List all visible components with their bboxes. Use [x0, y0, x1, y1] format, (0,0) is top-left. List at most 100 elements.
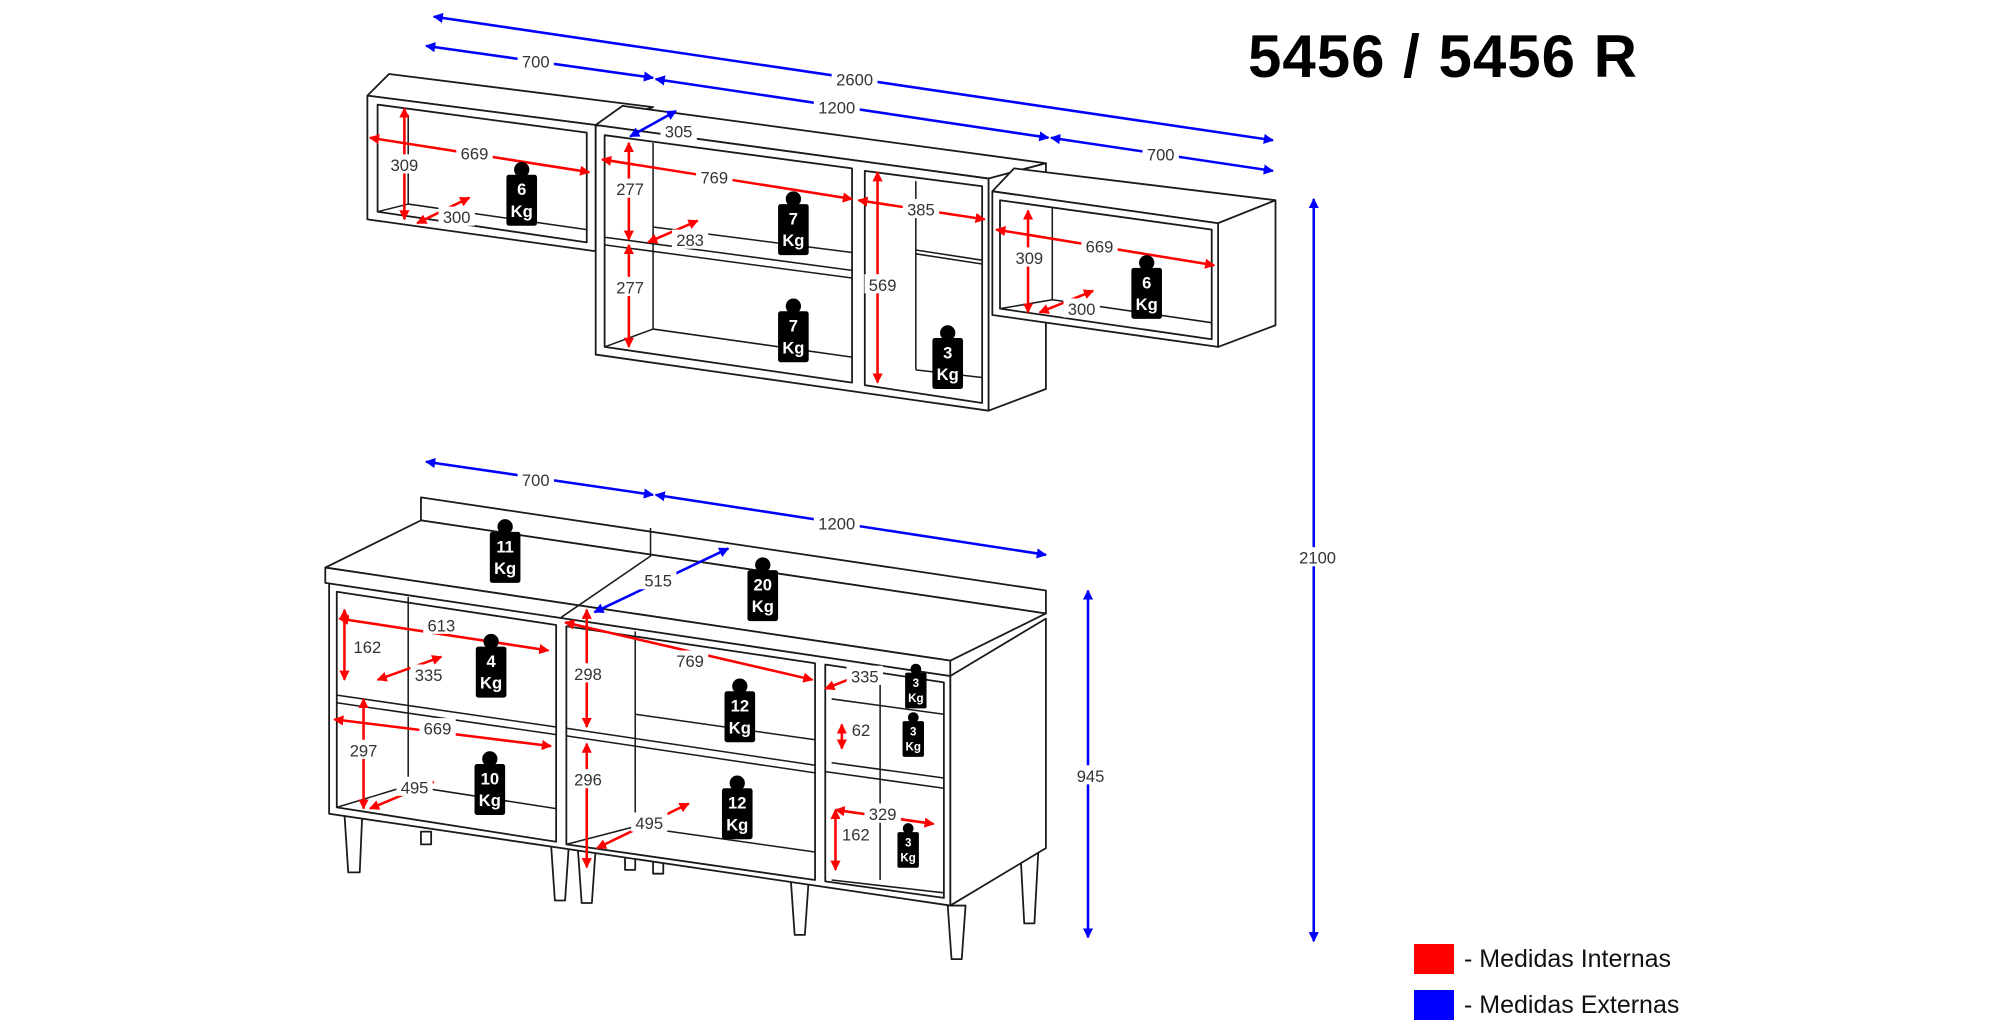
weight-knob-icon — [483, 633, 499, 650]
dimension-value: 305 — [665, 123, 693, 142]
dimension-value: 700 — [522, 53, 550, 72]
weight-value: 10 — [481, 769, 499, 788]
weight-value: 11 — [496, 537, 514, 556]
weight-value: 12 — [731, 697, 749, 716]
model-title: 5456 / 5456 R — [1248, 23, 1638, 90]
weight-value: 3 — [905, 836, 912, 849]
weight-value: 7 — [789, 317, 798, 336]
weight-body-icon — [932, 337, 964, 390]
dimension-label-bg — [671, 229, 709, 249]
dimension-label-bg — [569, 769, 607, 789]
external-dimension: 700 — [1050, 134, 1274, 175]
weight-value: 7 — [789, 209, 798, 228]
internal-dimension: 669 — [368, 134, 591, 176]
dimension-value: 309 — [391, 156, 419, 175]
dimension-value: 335 — [851, 667, 879, 686]
dimension-label-bg — [1072, 765, 1109, 785]
dimension-label-bg — [631, 812, 668, 832]
dimension-label-bg — [696, 167, 733, 187]
dimension-label-bg — [456, 142, 493, 162]
weight-tag: 4Kg — [475, 633, 507, 698]
weight-unit: Kg — [480, 674, 502, 693]
legend-swatch-blue — [1414, 990, 1454, 1020]
weight-tag: 3Kg — [905, 663, 927, 709]
weight-knob-icon — [497, 519, 513, 535]
dimension-label-bg — [611, 276, 649, 296]
internal-dimension: 613 — [338, 614, 550, 655]
weight-knob-icon — [910, 663, 922, 675]
dimension-arrow — [629, 109, 677, 138]
external-dimension: 1200 — [654, 75, 1050, 142]
weight-tag: 6Kg — [506, 161, 538, 226]
dimension-value: 700 — [522, 471, 550, 490]
weight-knob-icon — [902, 823, 914, 834]
weight-unit: Kg — [782, 231, 804, 250]
weight-body-icon — [489, 531, 521, 583]
dimension-label-bg — [847, 719, 875, 739]
dimension-value: 495 — [401, 778, 429, 797]
dimension-value: 669 — [461, 144, 489, 163]
internal-dimension: 669 — [333, 715, 553, 751]
dimension-label-bg — [864, 274, 901, 294]
dimension-value: 162 — [842, 826, 870, 845]
dimension-label-bg — [1294, 547, 1341, 567]
dimension-label-bg — [1081, 235, 1118, 256]
dimension-value: 300 — [1068, 300, 1096, 319]
dimension-label-bg — [640, 570, 677, 590]
internal-dimension: 62 — [836, 719, 875, 750]
dimension-label-bg — [396, 776, 433, 796]
weight-knob-icon — [514, 161, 530, 178]
legend-internal: - Medidas Internas — [1414, 940, 1679, 978]
weight-body-icon — [724, 691, 756, 743]
dimension-value: 1200 — [818, 99, 855, 118]
dimension-value: 297 — [350, 741, 378, 760]
dimension-value: 62 — [852, 721, 870, 740]
weight-tag: 3Kg — [902, 712, 924, 757]
dimension-label-bg — [410, 664, 447, 684]
dimension-value: 335 — [415, 666, 443, 685]
dimension-label-bg — [517, 51, 554, 71]
legend-label-internal: - Medidas Internas — [1464, 944, 1672, 973]
dimension-label-bg — [419, 718, 456, 738]
weight-value: 4 — [486, 652, 496, 671]
weight-knob-icon — [940, 325, 956, 341]
external-dimension: 305 — [629, 109, 697, 142]
weight-body-icon — [747, 570, 779, 622]
dimension-value: 569 — [869, 276, 897, 295]
weight-unit: Kg — [729, 718, 751, 737]
dimension-value: 329 — [869, 805, 897, 824]
weight-knob-icon — [785, 191, 802, 207]
weight-tag: 3Kg — [932, 325, 964, 390]
dimension-value: 669 — [1086, 238, 1114, 257]
weight-body-icon — [475, 646, 507, 698]
dimension-label-bg — [837, 823, 875, 844]
weight-unit: Kg — [726, 815, 748, 834]
dimension-label-bg — [438, 206, 475, 226]
internal-dimension: 296 — [569, 742, 607, 869]
weight-value: 6 — [517, 180, 526, 199]
dimension-label-bg — [864, 803, 901, 823]
weight-knob-icon — [732, 678, 748, 694]
external-dimension: 515 — [593, 547, 730, 614]
weight-knob-icon — [785, 298, 802, 314]
internal-dimension: 769 — [601, 155, 854, 203]
weight-body-icon — [721, 788, 753, 840]
weight-body-icon — [905, 672, 927, 709]
internal-dimension: 297 — [345, 697, 382, 810]
dimension-label-bg — [902, 198, 940, 219]
external-dimension: 2100 — [1294, 197, 1341, 943]
dimension-value: 162 — [354, 638, 382, 657]
internal-dimension: 669 — [995, 226, 1216, 269]
internal-dimension: 329 — [834, 803, 935, 828]
dimension-label-bg — [1063, 298, 1100, 318]
weight-body-icon — [897, 832, 919, 868]
weight-tag: 3Kg — [897, 823, 919, 868]
internal-dimension: 495 — [596, 802, 690, 850]
weight-knob-icon — [1139, 255, 1155, 271]
